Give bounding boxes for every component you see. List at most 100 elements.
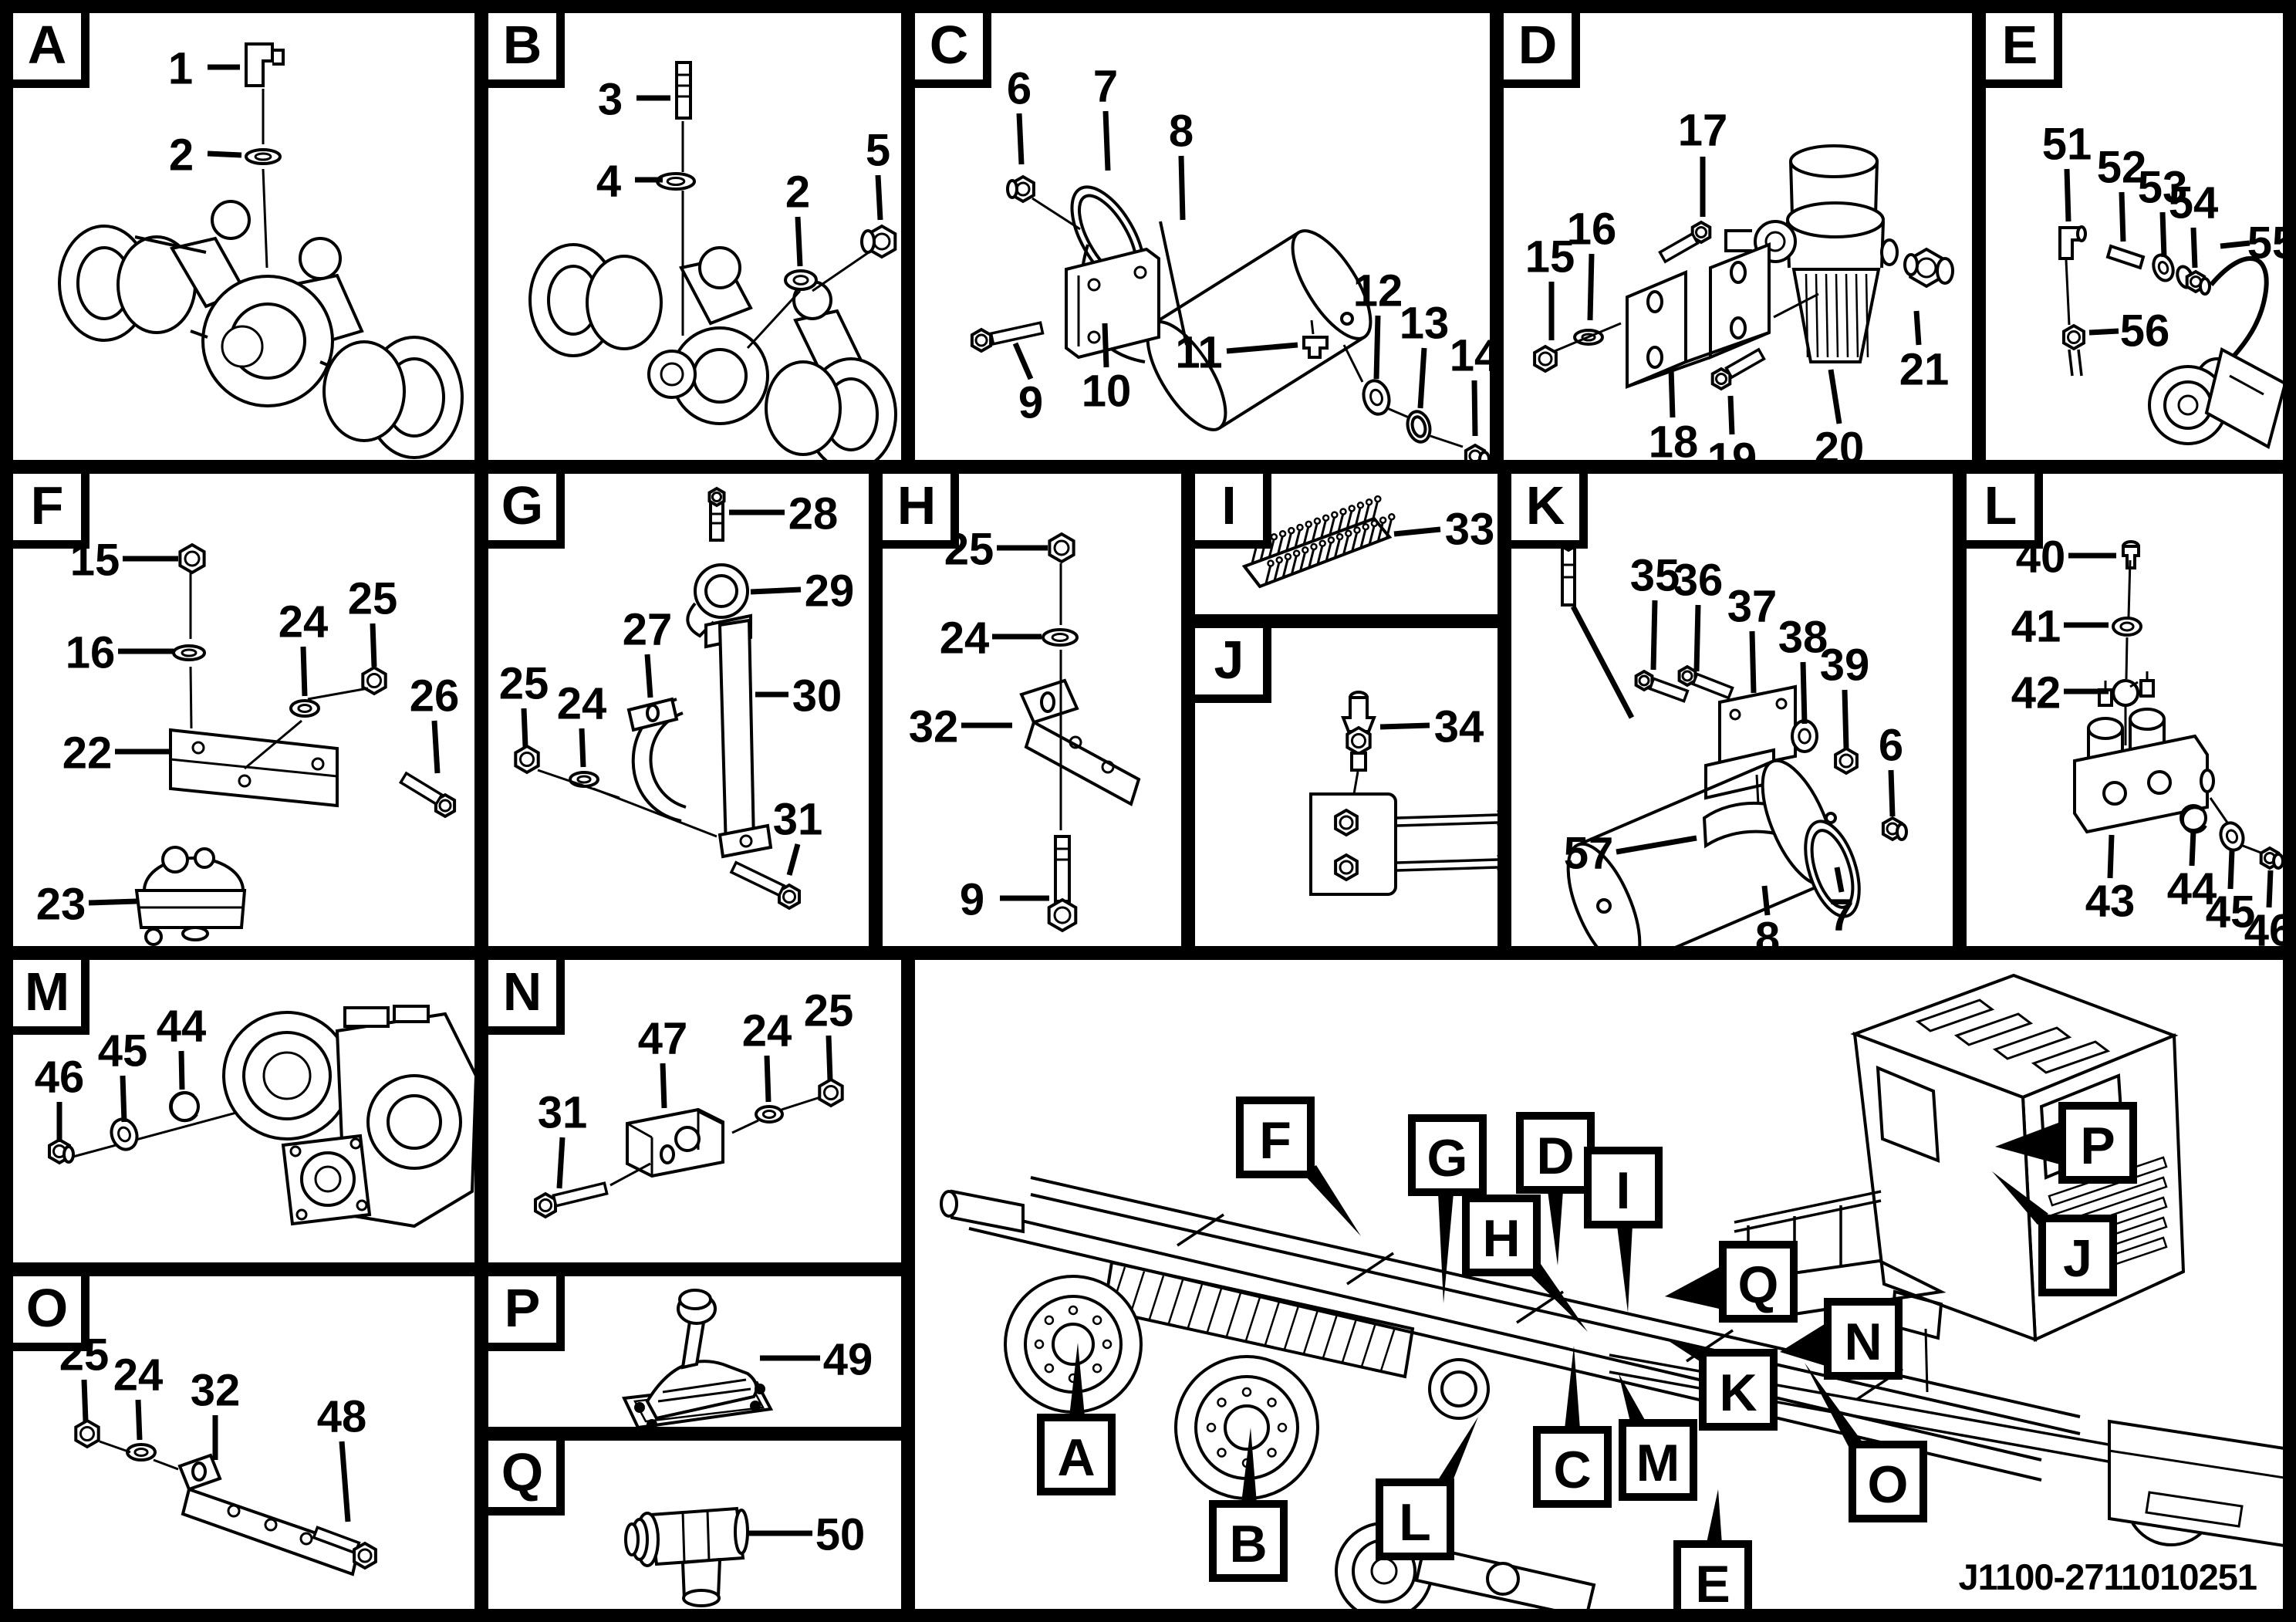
panel-j-drawing: 34 [1309,691,1497,896]
panel-a-letter: A [27,15,67,75]
chassis-label-box [1699,1349,1778,1431]
callout-number: 6 [1879,721,1903,771]
callout-number: 46 [2244,906,2283,947]
drawing-number: J1100-2711010251 [1958,1556,2257,1597]
leader-wedge [1995,1122,2063,1165]
callout-number: 21 [1899,345,1950,395]
panel-f-letter: F [30,475,64,536]
panel-i-drawing: 33 [1241,495,1495,589]
leader-wedge [1619,1374,1646,1428]
callout-number: 20 [1815,424,1865,461]
callout-number: 37 [1727,582,1778,632]
callout-number: 30 [792,671,842,721]
callout-number: 16 [66,628,116,678]
callout-number: 24 [742,1006,792,1056]
chassis-label-box [1462,1195,1541,1276]
callout-number: 33 [1445,505,1495,555]
callout-number: 50 [815,1510,866,1560]
panel-p-label: P [488,1276,565,1351]
chassis-label-letter: K [1719,1363,1757,1422]
callout-number: 43 [2085,877,2136,927]
chassis-label-letter: C [1553,1441,1591,1499]
callout-number: 34 [1434,702,1484,752]
panel-d-letter: D [1518,15,1558,75]
callout-number: 54 [2169,178,2219,228]
leader-wedge [1069,1343,1085,1418]
panel-i-letter: I [1221,475,1237,536]
leader-wedge [1528,1263,1588,1332]
leader-wedge [1434,1417,1478,1493]
callout-number: 18 [1649,417,1699,461]
panel-e-label: E [1986,13,2062,88]
callout-number: 17 [1678,106,1728,156]
callout-number: 9 [1018,378,1043,428]
panel-i-label: I [1195,474,1271,549]
leader-wedge [1707,1489,1722,1544]
chassis-label-box [1408,1114,1487,1196]
callout-number: 24 [279,597,329,647]
panel-o-letter: O [25,1278,69,1338]
chassis-label-box [1037,1414,1116,1495]
panel-l-label: L [1967,474,2043,549]
chassis-label-box [1619,1419,1697,1501]
panel-g-label: G [488,474,565,549]
leader-wedge [1665,1267,1725,1310]
callout-number: 10 [1082,367,1132,417]
callout-number: 3 [598,75,623,125]
panel-b-letter: B [502,15,542,75]
panel-c-letter: C [929,15,969,75]
panel-k-label: K [1511,474,1588,549]
callout-number: 39 [1820,640,1870,691]
chassis-label-letter: D [1536,1127,1574,1185]
panel-e-letter: E [2001,15,2038,75]
callout-number: 12 [1353,266,1403,316]
callout-number: 44 [157,1002,207,1052]
callout-number: 45 [2206,887,2256,938]
callout-number: 25 [499,659,549,709]
panel-m-label: M [13,960,89,1035]
chassis-label-box [2038,1215,2117,1296]
callout-number: 11 [1175,328,1222,378]
callout-number: 47 [638,1014,688,1064]
callout-number: 24 [557,679,607,729]
panel-e: E 515253545556 [1979,6,2290,467]
panel-n-label: N [488,960,565,1035]
callout-number: 31 [538,1088,588,1138]
panel-l-letter: L [1984,475,2017,536]
callout-number: 53 [2138,163,2188,213]
callout-number: 35 [1630,551,1680,601]
chassis-label-letter: J [2063,1229,2092,1288]
panel-p-letter: P [504,1278,541,1338]
callout-number: 8 [1169,106,1194,157]
callout-number: 27 [623,605,673,655]
callout-number: 51 [2042,120,2092,170]
callout-number: 1 [168,44,193,94]
panel-h-letter: H [896,475,937,536]
callout-number: 19 [1707,434,1757,461]
callout-number: 22 [62,728,113,779]
callout-number: 26 [410,671,460,721]
callout-number: 41 [2011,602,2061,652]
panel-a-label: A [13,13,89,88]
chassis-label-letter: M [1636,1434,1680,1492]
panel-k: K 9353637383965778 [1504,467,1960,953]
callout-number: 24 [940,613,990,664]
callout-number: 28 [788,489,839,539]
chassis-label-box [1719,1241,1798,1323]
chassis-label-box [1533,1426,1612,1508]
callout-number: 2 [785,167,810,218]
callout-number: 46 [35,1053,85,1103]
callout-number: 24 [113,1350,164,1401]
panel-g-letter: G [501,475,544,536]
